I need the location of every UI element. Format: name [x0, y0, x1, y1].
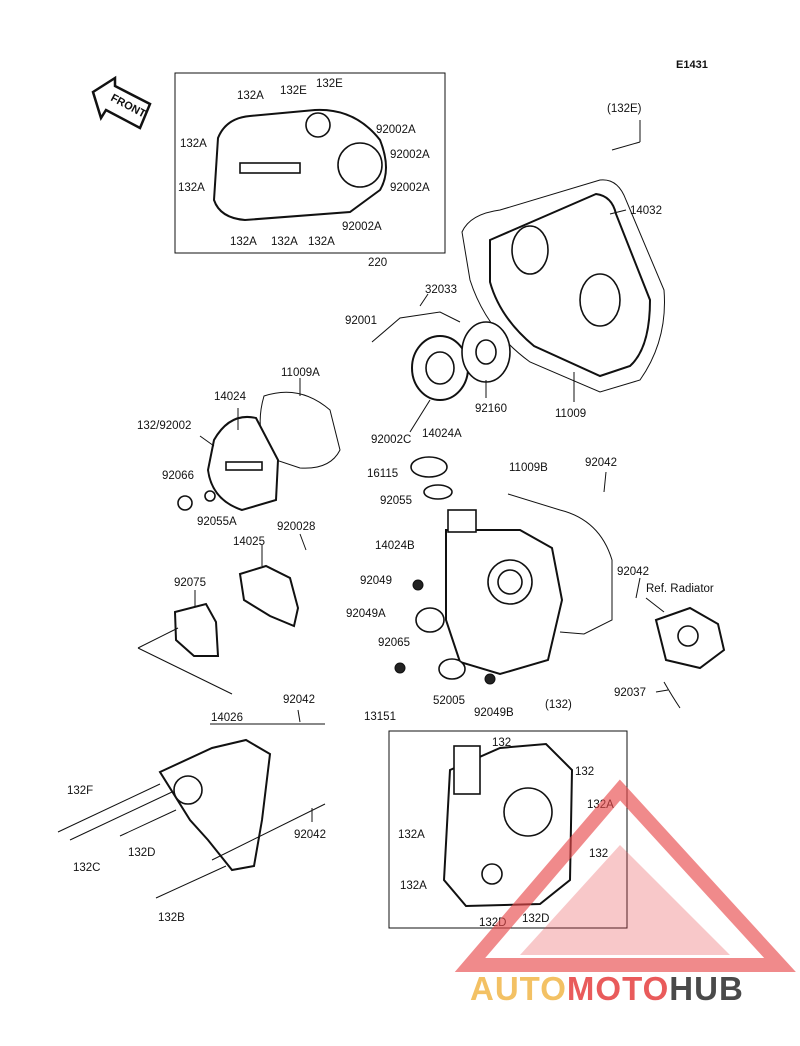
callout-c48: 132D [128, 847, 156, 859]
automotohub-watermark: AUTOMOTOHUB [454, 779, 796, 1007]
callout-c40: 13151 [364, 711, 396, 723]
callout-c43: (132) [545, 699, 572, 711]
ref-radiator-label: Ref. Radiator [646, 583, 714, 595]
callout-c18: 92160 [475, 403, 507, 415]
watermark-hub: HUB [669, 970, 744, 1007]
inset-box-top [174, 72, 446, 254]
callout-c12: 92002A [342, 221, 382, 233]
bracket-14025 [137, 564, 300, 695]
callout-c13: (132E) [607, 103, 642, 115]
diagram-code: E1431 [676, 59, 708, 71]
chain-cover-14026 [57, 723, 326, 899]
callout-c58: 132D [522, 913, 550, 925]
callout-c29: 11009B [509, 462, 548, 474]
callout-c22: 11009A [281, 367, 320, 379]
callout-c34: 92049 [360, 575, 392, 587]
callout-c21: 14024A [422, 428, 462, 440]
callout-c16: 32033 [425, 284, 457, 296]
callout-c1: 132A [237, 90, 264, 102]
callout-c9: 132A [230, 236, 257, 248]
callout-c37: 92049A [346, 608, 386, 620]
callout-c14: 14032 [630, 205, 662, 217]
callout-c10: 132A [271, 236, 298, 248]
callout-c33: 14024B [375, 540, 415, 552]
callout-c49: 92042 [294, 829, 326, 841]
callout-c8: 92002A [390, 182, 430, 194]
svg-text:AUTOMOTOHUB: AUTOMOTOHUB [470, 970, 744, 1007]
callout-c36: 92075 [174, 577, 206, 589]
outer-cover-inset [212, 108, 387, 222]
callout-c24: 132/92002 [137, 420, 191, 432]
callout-c11: 132A [308, 236, 335, 248]
callout-c47: 132C [73, 862, 101, 874]
callout-c56: 132A [400, 880, 427, 892]
callout-c46: 132F [67, 785, 93, 797]
callout-c54: 132A [398, 829, 425, 841]
callout-c31: 920028 [277, 521, 315, 533]
clutch-cover-14032 [461, 141, 665, 393]
callout-c23: 14024 [214, 391, 247, 403]
callout-c32: 14025 [233, 536, 265, 548]
callout-labels: 132A 132E 132E 132A 92002A 92002A 132A 9… [67, 78, 714, 929]
callout-c39: 92037 [614, 687, 646, 699]
callout-c2: 132E [280, 85, 307, 97]
callout-c15: 220 [368, 257, 387, 269]
callout-c50: 132B [158, 912, 185, 924]
callout-c17: 92001 [345, 315, 377, 327]
callout-c41: 52005 [433, 695, 465, 707]
leader-lines [194, 120, 669, 822]
callout-c35: 92042 [617, 566, 649, 578]
callout-c42: 92049B [474, 707, 514, 719]
callout-c4: 132A [180, 138, 207, 150]
callout-c6: 92002A [390, 149, 430, 161]
generator-cover-14024 [177, 391, 341, 512]
water-pump-cover-14024B [394, 456, 613, 685]
callout-c52: 132 [575, 766, 594, 778]
callout-c7: 132A [178, 182, 205, 194]
callout-c28: 92055 [380, 495, 412, 507]
callout-c20: 92002C [371, 434, 411, 446]
water-pump-cover-inset [442, 742, 574, 908]
callout-c19: 11009 [555, 408, 586, 420]
watermark-triangle-icon [454, 779, 796, 972]
callout-c44: 92042 [283, 694, 315, 706]
callout-c27: 16115 [367, 468, 398, 480]
pickup-cover-14024A [371, 311, 511, 401]
radiator-ref-part [654, 606, 726, 709]
callout-c55: 132 [589, 848, 608, 860]
watermark-moto: MOTO [567, 970, 669, 1007]
front-arrow-icon: FRONT [91, 75, 152, 130]
callout-c45: 14026 [211, 712, 243, 724]
callout-c5: 92002A [376, 124, 416, 136]
callout-c3: 132E [316, 78, 343, 90]
callout-c51: 132 [492, 737, 511, 749]
callout-c30: 92042 [585, 457, 617, 469]
callout-c38: 92065 [378, 637, 410, 649]
callout-c26: 92055A [197, 516, 237, 528]
watermark-auto: AUTO [470, 970, 567, 1007]
callout-c25: 92066 [162, 470, 194, 482]
